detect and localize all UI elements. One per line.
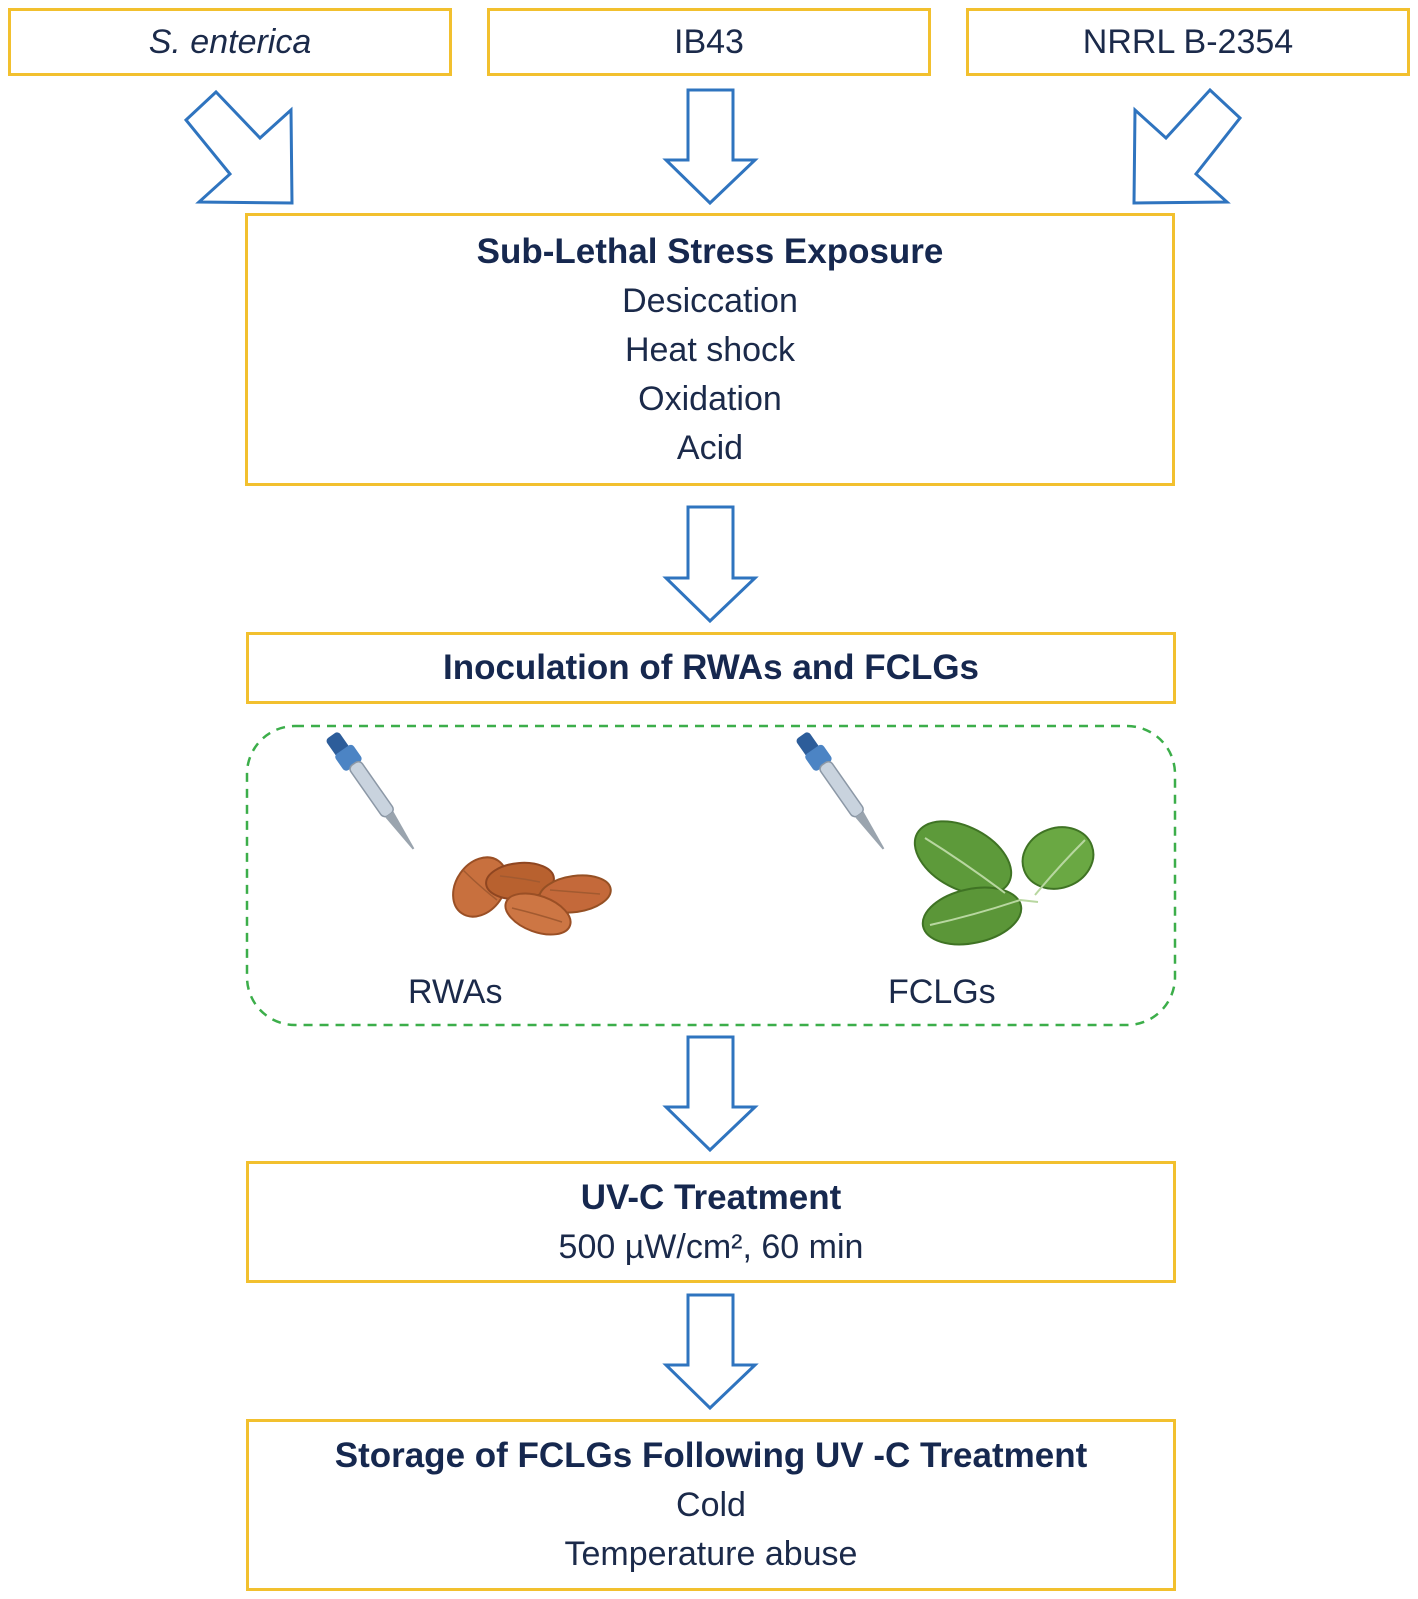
arrow-down-4 — [662, 1293, 759, 1411]
stress-exposure-title: Sub-Lethal Stress Exposure — [476, 231, 944, 271]
strain-box-s-enterica: S. enterica — [8, 8, 452, 76]
strain-box-nrrl: NRRL B-2354 — [966, 8, 1410, 76]
storage-item-cold: Cold — [676, 1486, 746, 1524]
stress-item-heat-shock: Heat shock — [624, 330, 796, 369]
strain-label-ib43: IB43 — [674, 22, 744, 61]
spinach-leaves-image — [913, 820, 1095, 946]
strain-label-s-enterica: S. enterica — [148, 22, 312, 61]
pipette-icon-right — [796, 732, 885, 850]
strain-label-nrrl: NRRL B-2354 — [1082, 22, 1294, 61]
arrow-down-3 — [662, 1035, 759, 1153]
inoculation-title: Inoculation of RWAs and FCLGs — [442, 648, 980, 687]
storage-item-temperature-abuse: Temperature abuse — [564, 1535, 858, 1573]
uvc-treatment-detail: 500 µW/cm², 60 min — [558, 1227, 864, 1266]
uvc-treatment-title: UV-C Treatment — [580, 1177, 842, 1217]
strain-box-ib43: IB43 — [487, 8, 931, 76]
sample-label-fclgs: FCLGs — [888, 973, 996, 1011]
stress-item-acid: Acid — [676, 428, 744, 467]
storage-title: Storage of FCLGs Following UV -C Treatme… — [334, 1436, 1088, 1475]
storage-box: Storage of FCLGs Following UV -C Treatme… — [246, 1419, 1176, 1591]
inoculation-box: Inoculation of RWAs and FCLGs — [246, 632, 1176, 704]
pipette-icon-left — [326, 732, 415, 850]
arrow-down-top-center — [662, 88, 759, 206]
almonds-image — [452, 856, 612, 936]
arrow-down-left — [1132, 87, 1243, 205]
arrow-down-2 — [662, 505, 759, 624]
stress-item-oxidation: Oxidation — [638, 379, 782, 418]
uvc-treatment-box: UV-C Treatment 500 µW/cm², 60 min — [246, 1161, 1176, 1283]
arrow-down-right — [183, 89, 294, 205]
stress-exposure-box: Sub-Lethal Stress Exposure Desiccation H… — [245, 213, 1175, 486]
samples-dashed-container — [245, 724, 1177, 1027]
sample-label-rwas: RWAs — [408, 973, 503, 1011]
stress-item-desiccation: Desiccation — [622, 281, 798, 320]
